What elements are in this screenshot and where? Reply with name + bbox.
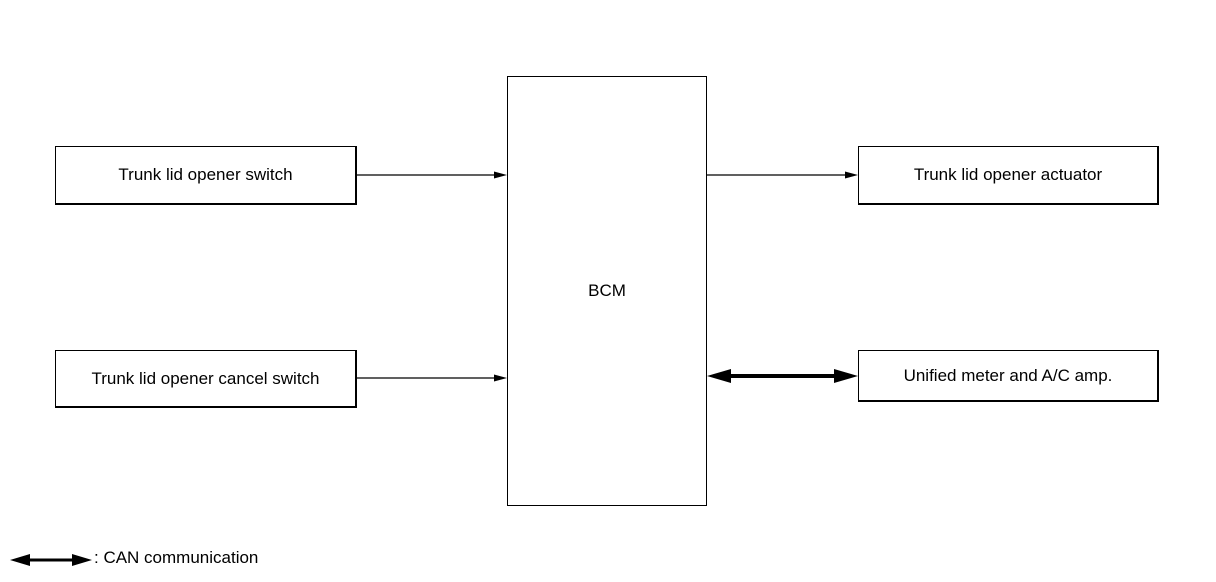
cancel-switch-to-bcm-arrow bbox=[357, 374, 507, 382]
legend-can-label: : CAN communication bbox=[94, 548, 259, 567]
trunk-lid-opener-cancel-switch-label: Trunk lid opener cancel switch bbox=[91, 368, 320, 388]
trunk-lid-opener-actuator-block: Trunk lid opener actuator bbox=[858, 146, 1159, 205]
trunk-lid-opener-actuator-label: Trunk lid opener actuator bbox=[913, 165, 1103, 184]
bcm-to-actuator-arrow bbox=[707, 171, 858, 179]
unified-meter-ac-amp-block: Unified meter and A/C amp. bbox=[858, 350, 1159, 402]
legend-can-arrow-icon bbox=[10, 554, 92, 566]
trunk-lid-opener-switch-block: Trunk lid opener switch bbox=[55, 146, 357, 205]
trunk-lid-opener-switch-label: Trunk lid opener switch bbox=[118, 165, 293, 184]
trunk-lid-opener-cancel-switch-block: Trunk lid opener cancel switch bbox=[55, 350, 357, 408]
can-communication-double-arrow bbox=[707, 369, 858, 383]
bcm-label: BCM bbox=[588, 281, 626, 300]
switch-to-bcm-arrow bbox=[357, 171, 507, 179]
bcm-block: BCM bbox=[507, 76, 707, 506]
unified-meter-ac-amp-label: Unified meter and A/C amp. bbox=[903, 365, 1113, 385]
